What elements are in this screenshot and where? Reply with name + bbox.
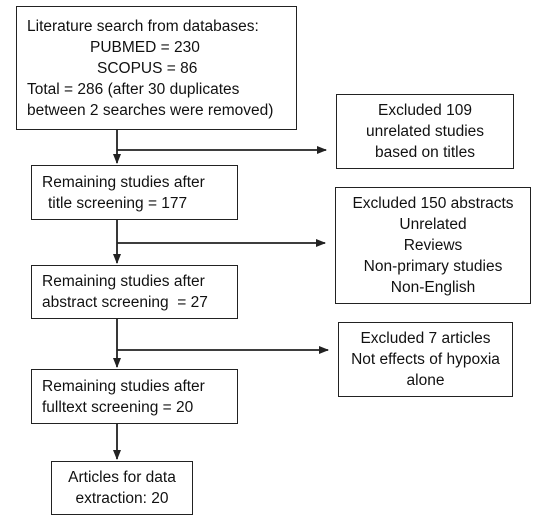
excluded-fulltext-line-1: Excluded 7 articles	[360, 330, 491, 347]
excluded-fulltext-box: Excluded 7 articles Not effects of hypox…	[338, 322, 513, 397]
excluded-abstracts-line-1: Excluded 150 abstracts	[352, 195, 514, 212]
title-screening-box: Remaining studies after title screening …	[31, 165, 238, 220]
excluded-titles-line-1: Excluded 109	[378, 102, 472, 119]
excluded-titles-box: Excluded 109 unrelated studies based on …	[336, 94, 514, 169]
search-line-4: Total = 286 (after 30 duplicates	[27, 80, 240, 98]
final-line-1: Articles for data	[68, 469, 176, 486]
excluded-abstracts-line-2: Unrelated	[399, 216, 467, 233]
fulltext-screening-box: Remaining studies after fulltext screeni…	[31, 369, 238, 424]
title-screening-line-1: Remaining studies after	[42, 173, 205, 191]
abstract-screening-line-2: abstract screening = 27	[42, 294, 208, 311]
fulltext-screening-line-2: fulltext screening = 20	[42, 398, 194, 416]
abstract-screening-line-1: Remaining studies after	[42, 273, 205, 290]
search-line-5: between 2 searches were removed)	[27, 101, 274, 119]
excluded-abstracts-line-5: Non-English	[390, 279, 476, 296]
excluded-abstracts-line-4: Non-primary studies	[363, 258, 503, 275]
final-line-2: extraction: 20	[75, 490, 169, 507]
excluded-titles-line-3: based on titles	[375, 144, 475, 161]
search-box: Literature search from databases: PUBMED…	[16, 6, 297, 130]
excluded-abstracts-box: Excluded 150 abstracts Unrelated Reviews…	[335, 187, 531, 304]
fulltext-screening-line-1: Remaining studies after	[42, 377, 205, 395]
abstract-screening-box: Remaining studies after abstract screeni…	[31, 265, 238, 319]
search-line-2: PUBMED = 230	[90, 38, 200, 56]
excluded-titles-line-2: unrelated studies	[365, 123, 485, 140]
title-screening-line-2: title screening = 177	[48, 194, 188, 212]
excluded-fulltext-line-2: Not effects of hypoxia	[351, 351, 500, 368]
excluded-abstracts-line-3: Reviews	[403, 237, 463, 254]
search-line-3: SCOPUS = 86	[97, 59, 198, 77]
final-articles-box: Articles for data extraction: 20	[51, 461, 193, 515]
excluded-fulltext-line-3: alone	[406, 372, 445, 389]
search-line-1: Literature search from databases:	[27, 17, 259, 35]
